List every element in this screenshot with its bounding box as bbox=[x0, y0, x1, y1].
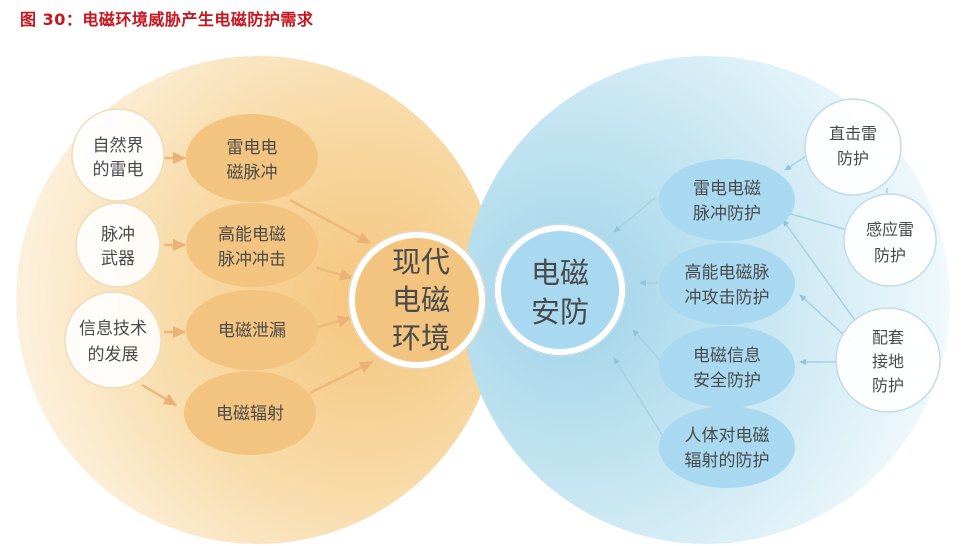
protection-label: 冲攻击防护 bbox=[685, 288, 770, 308]
protection-label: 雷电电磁 bbox=[693, 179, 761, 199]
right-protection-node-4: 人体对电磁 辐射的防护 bbox=[659, 406, 795, 488]
right-protection-node-1: 雷电电磁 脉冲防护 bbox=[659, 159, 795, 241]
left-arrows bbox=[141, 152, 374, 407]
protection-label: 电磁信息 bbox=[693, 346, 761, 366]
protection-label: 辐射的防护 bbox=[685, 451, 770, 471]
measure-label: 防护 bbox=[874, 246, 906, 265]
measure-label: 直击雷 bbox=[829, 124, 877, 143]
left-threat-node-1: 雷电电 磁脉冲 bbox=[186, 114, 318, 202]
left-center-node: 现代 电磁 环境 bbox=[347, 230, 487, 370]
center-label: 现代 bbox=[392, 245, 450, 279]
threat-label: 电磁辐射 bbox=[216, 404, 284, 424]
left-threat-node-2: 高能电磁 脉冲冲击 bbox=[186, 203, 318, 287]
source-label: 的雷电 bbox=[93, 160, 144, 180]
threat-label: 雷电电 bbox=[227, 138, 278, 158]
left-threat-node-4: 电磁辐射 bbox=[184, 371, 316, 455]
measure-label: 防护 bbox=[837, 149, 869, 168]
protection-label: 人体对电磁 bbox=[685, 426, 770, 446]
right-measure-node-3: 配套 接地 防护 bbox=[835, 307, 941, 413]
source-label: 武器 bbox=[101, 249, 135, 269]
right-protection-node-2: 高能电磁脉 冲攻击防护 bbox=[659, 243, 795, 325]
center-label: 电磁 bbox=[531, 256, 589, 290]
right-protection-node-3: 电磁信息 安全防护 bbox=[659, 326, 795, 408]
source-label: 的发展 bbox=[88, 345, 139, 365]
threat-label: 脉冲冲击 bbox=[218, 250, 286, 270]
measure-label: 接地 bbox=[872, 352, 904, 371]
protection-label: 高能电磁脉 bbox=[685, 263, 770, 283]
measure-label: 防护 bbox=[872, 376, 904, 395]
center-label: 电磁 bbox=[392, 283, 450, 317]
threat-label: 高能电磁 bbox=[218, 225, 286, 245]
figure-title: 图 30：电磁环境威胁产生电磁防护需求 bbox=[20, 10, 314, 29]
left-source-node-3: 信息技术 的发展 bbox=[64, 291, 162, 389]
left-source-node-2: 脉冲 武器 bbox=[75, 202, 161, 288]
protection-label: 脉冲防护 bbox=[693, 204, 761, 224]
left-threat-node-3: 电磁泄漏 bbox=[186, 290, 318, 370]
source-label: 脉冲 bbox=[101, 225, 135, 245]
right-measure-node-2: 感应雷 防护 bbox=[843, 193, 937, 287]
right-arrows bbox=[613, 154, 863, 439]
measure-label: 感应雷 bbox=[866, 220, 914, 239]
protection-label: 安全防护 bbox=[693, 371, 761, 391]
source-label: 信息技术 bbox=[79, 319, 147, 339]
right-measure-node-1: 直击雷 防护 bbox=[804, 98, 902, 196]
source-label: 自然界 bbox=[93, 136, 144, 156]
threat-label: 磁脉冲 bbox=[227, 163, 278, 183]
left-source-node-1: 自然界 的雷电 bbox=[71, 108, 165, 202]
center-label: 环境 bbox=[392, 321, 450, 355]
center-label: 安防 bbox=[531, 295, 589, 329]
right-center-node: 电磁 安防 bbox=[493, 223, 627, 357]
threat-label: 电磁泄漏 bbox=[218, 321, 286, 341]
measure-label: 配套 bbox=[872, 328, 904, 347]
